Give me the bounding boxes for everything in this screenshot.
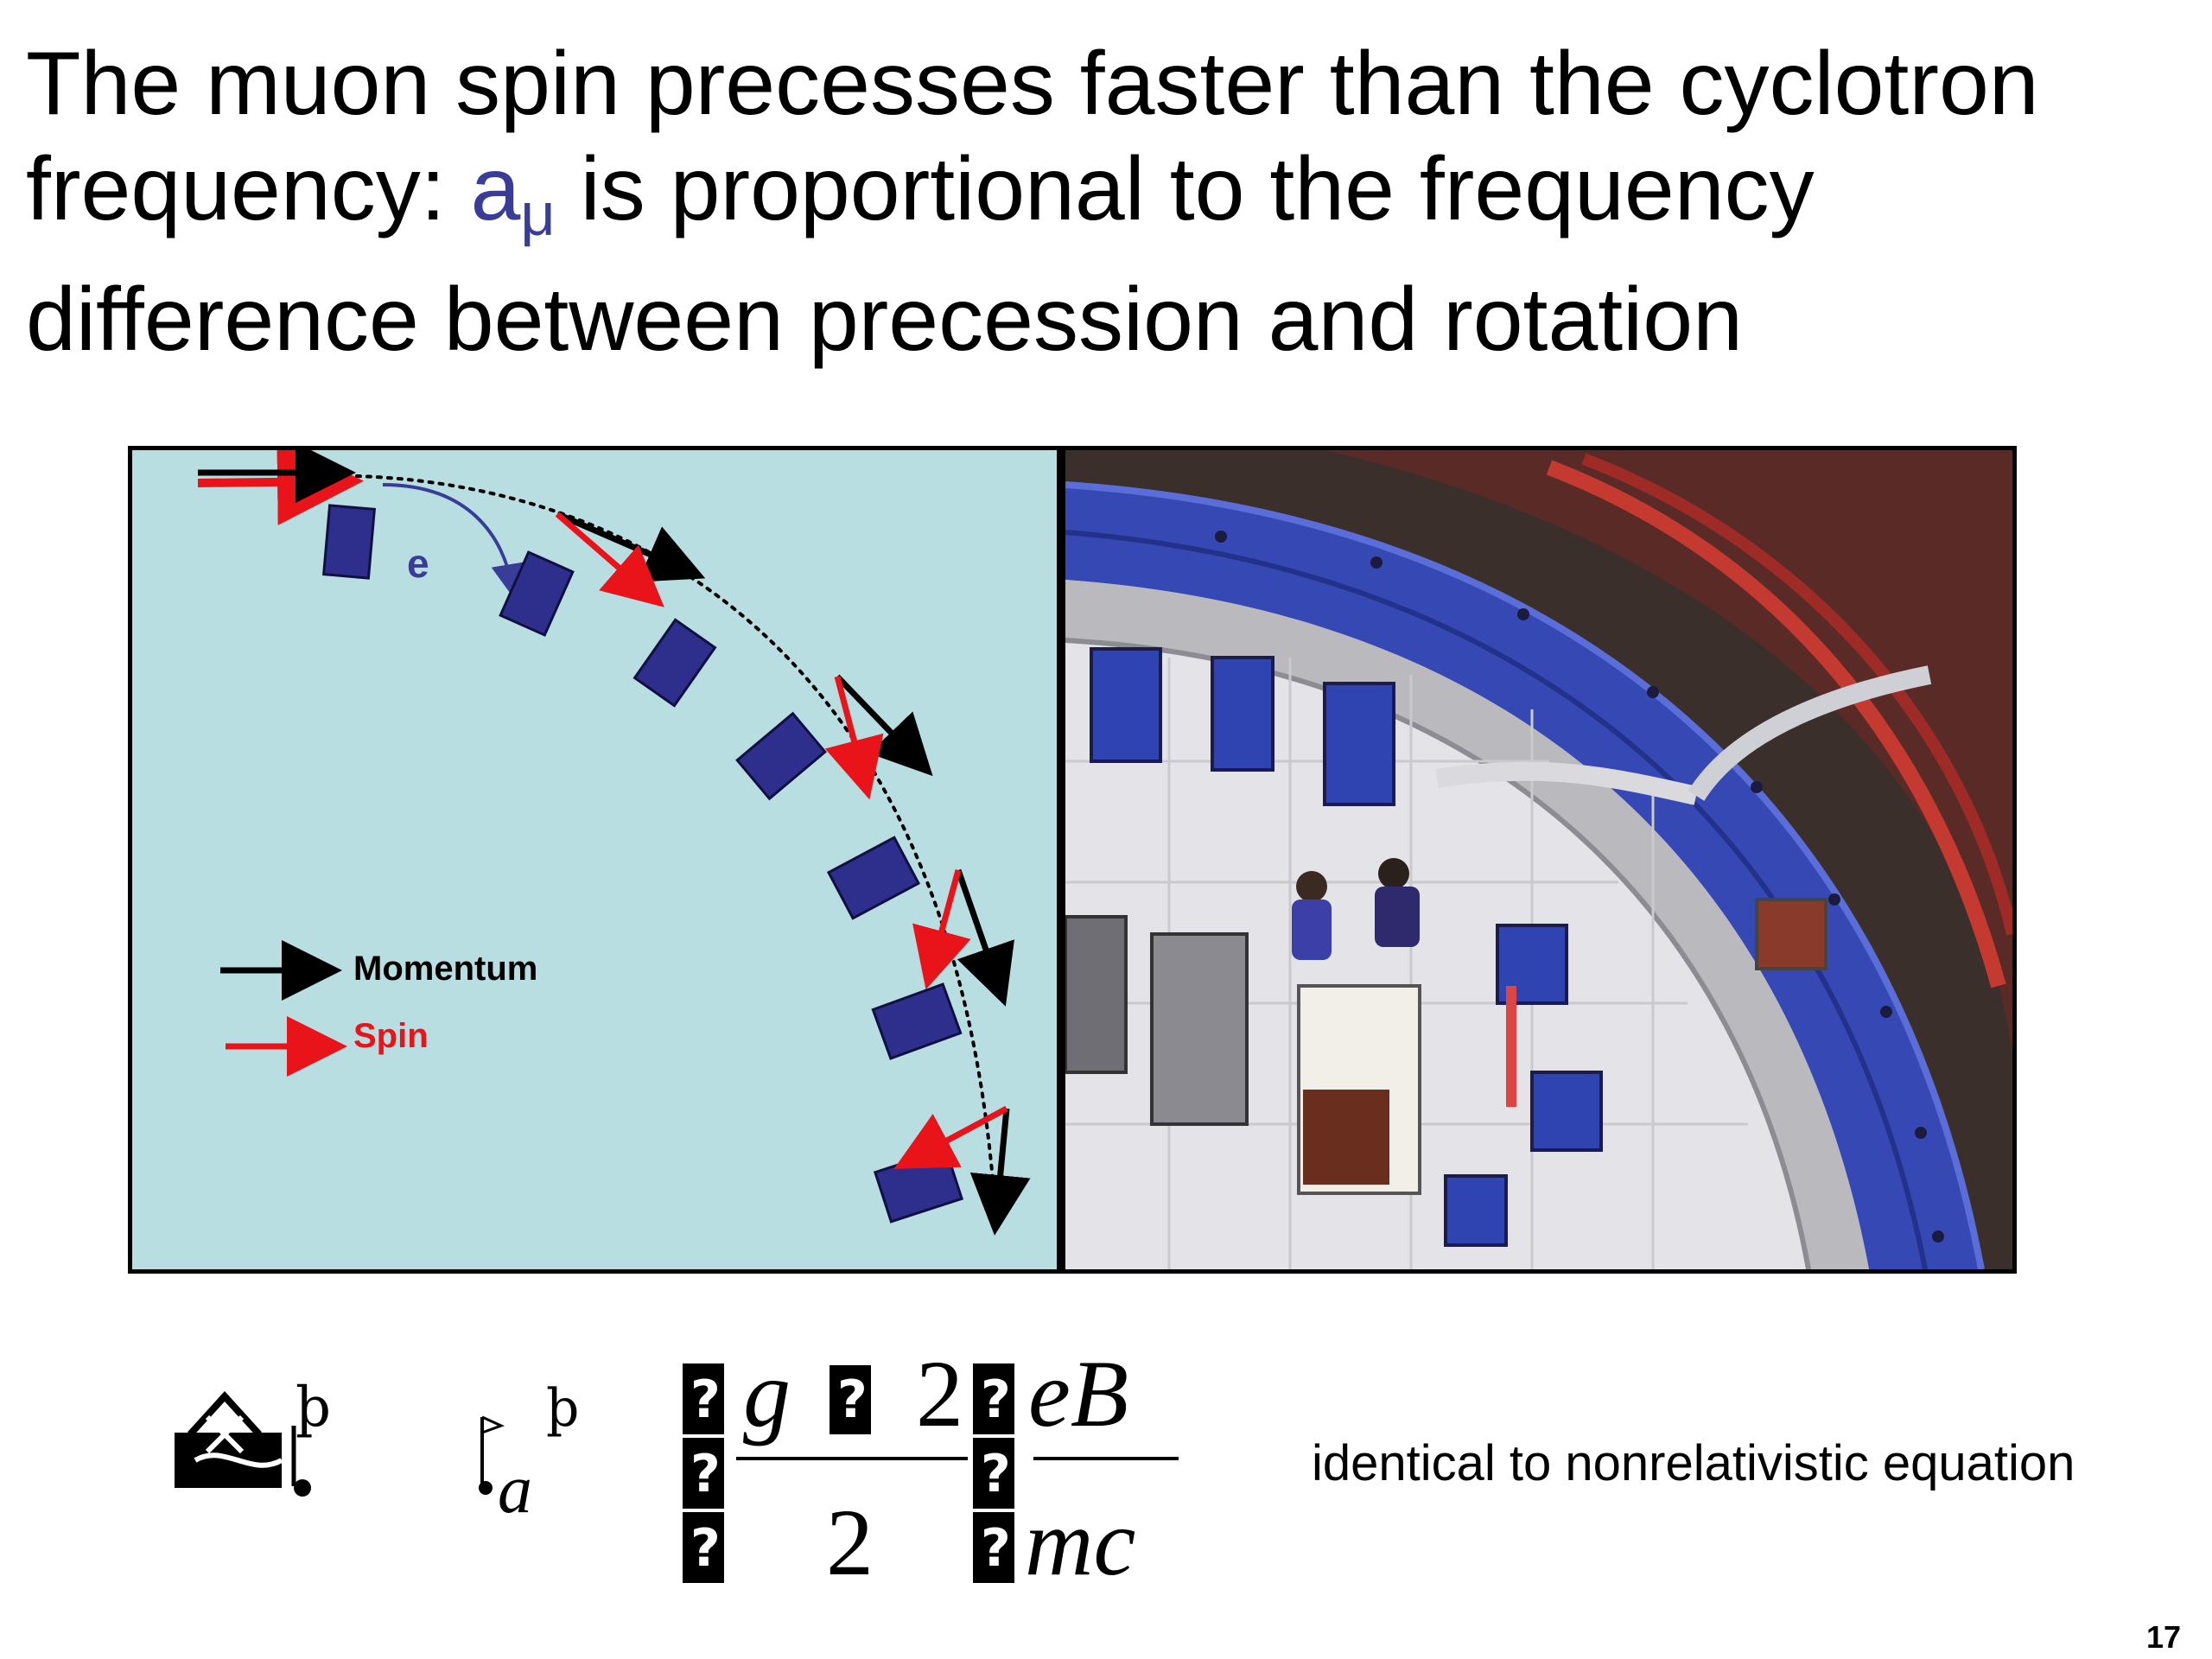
spin-arrow — [912, 869, 971, 990]
svg-text:þ: þ — [546, 1378, 579, 1439]
detector-block — [873, 1147, 964, 1224]
omega-glyph-lhs: þ — [175, 1376, 331, 1497]
svg-text:?: ? — [690, 1444, 721, 1504]
minus-glyph — [830, 1365, 871, 1434]
precession-diagram: e Momentum Spin — [132, 450, 1057, 1269]
detector-block — [321, 504, 377, 580]
detector-block — [632, 618, 717, 708]
electron-label: e — [407, 541, 429, 586]
anomaly-symbol-subscript: μ — [520, 181, 556, 248]
spin-arrow — [893, 1105, 1008, 1169]
svg-text:?: ? — [690, 1518, 721, 1579]
svg-text:?: ? — [837, 1370, 868, 1430]
momentum-arrow — [955, 868, 1014, 1007]
svg-text:þ: þ — [296, 1376, 331, 1440]
equation-two-bottom: 2 — [826, 1490, 874, 1595]
detector-block — [871, 982, 963, 1060]
right-paren-glyph — [973, 1363, 1014, 1583]
left-paren-glyph — [683, 1363, 724, 1583]
momentum-arrow — [969, 1108, 1031, 1236]
storage-ring-photo — [1065, 450, 2012, 1269]
slide-title: The muon spin precesses faster than the … — [26, 31, 2186, 372]
legend-momentum-label: Momentum — [353, 950, 538, 988]
equation-two-top: 2 — [916, 1341, 963, 1446]
legend-spin-label: Spin — [353, 1017, 429, 1055]
anomaly-symbol-letter: a — [470, 139, 521, 239]
spin-arrow — [197, 450, 364, 525]
anomaly-symbol: aμ — [470, 139, 556, 248]
title-text-end: is proportional to the frequency differe… — [26, 139, 1815, 370]
spin-arrow — [555, 512, 664, 607]
detector-block — [499, 550, 575, 637]
detector-block — [826, 836, 921, 920]
page-number: 17 — [2146, 1619, 2182, 1655]
svg-text:?: ? — [981, 1518, 1011, 1579]
title-text-start: The muon spin precesses faster than the … — [26, 34, 2039, 239]
storage-ring-photo-svg — [1065, 450, 2012, 1269]
equation-g: g — [743, 1341, 791, 1446]
equation-note: identical to nonrelativistic equation — [1312, 1435, 2075, 1491]
equation-svg: þ þ a ??? g ? 2 2 ??? eB — [175, 1341, 1179, 1595]
figure-panel: e Momentum Spin — [128, 446, 2017, 1274]
electron-arrow — [382, 483, 526, 599]
precession-diagram-svg — [197, 450, 1031, 1236]
detector-block — [735, 711, 827, 801]
svg-text:?: ? — [690, 1370, 721, 1430]
equation-mc: mc — [1025, 1490, 1135, 1595]
momentum-arrow — [556, 511, 706, 582]
svg-text:?: ? — [981, 1444, 1011, 1504]
equation-eB: eB — [1028, 1341, 1128, 1446]
omega-subscript: a — [498, 1452, 532, 1528]
equals-glyph: þ a — [479, 1378, 579, 1528]
momentum-arrow — [835, 674, 933, 777]
spin-arrow — [824, 676, 884, 800]
svg-text:?: ? — [981, 1370, 1011, 1430]
equation: þ þ a ??? g ? 2 2 ??? eB — [156, 1331, 1296, 1607]
